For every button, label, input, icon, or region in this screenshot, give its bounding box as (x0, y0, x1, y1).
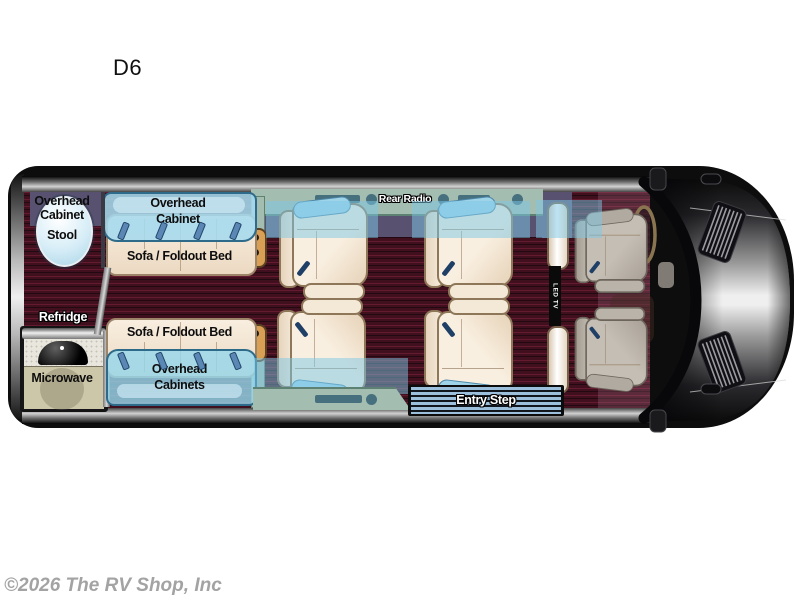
microwave-body (24, 366, 104, 409)
stool (36, 196, 93, 267)
speaker-bottom (315, 395, 362, 403)
window-glass-top-1 (266, 201, 378, 238)
door-wall-band (253, 387, 411, 410)
top-cabinet-label-1: Overhead (150, 196, 206, 210)
side-mirror-bottom (649, 409, 667, 433)
windshield-arc (638, 176, 702, 424)
galley-divider-upper (101, 192, 105, 268)
cowl-vent-top (700, 173, 722, 185)
chair-seam (461, 231, 462, 279)
side-mirror-top (649, 167, 667, 191)
rear-corner-labels: Overhead Cabinet Stool (12, 194, 112, 242)
rear-corner-label-1: Overhead (34, 194, 90, 208)
window-glass-top-3 (536, 200, 602, 238)
led-tv: LED TV (549, 266, 561, 326)
cabinet-highlight (113, 197, 245, 213)
bottom-cabinet-label-2: Cabinets (154, 378, 205, 392)
hood-vent-bottom (697, 331, 747, 393)
chair-seam (461, 319, 462, 367)
hood-vent-top (697, 201, 747, 263)
dash-console (658, 262, 674, 288)
microwave-label: Microwave (31, 371, 93, 385)
seat-seam (604, 236, 606, 276)
entry-step-label: Entry Step (456, 393, 516, 407)
galley-unit (20, 326, 108, 412)
chair-armrest (448, 298, 510, 315)
van-wall-top (22, 176, 654, 193)
speaker-dot-3 (512, 194, 523, 205)
top-cabinet-label-2: Cabinet (156, 212, 200, 226)
led-tv-label: LED TV (551, 282, 559, 310)
cabinet-highlight (117, 384, 242, 398)
watermark: ©2026 The RV Shop, Inc (4, 575, 222, 596)
seat-seam (604, 324, 606, 364)
seat-armrest (594, 279, 646, 293)
speaker-dot-2 (438, 194, 449, 205)
speaker-dot-4 (366, 394, 377, 405)
floorplan-model-title: D6 (113, 55, 143, 80)
microwave-turntable (40, 368, 84, 410)
sofa-cushion-line (180, 322, 181, 372)
tv-cabinet-bottom (547, 326, 569, 394)
rear-corner-label-3: Stool (47, 228, 77, 242)
top-overhead-cabinet (103, 192, 257, 242)
window-glass-top-2 (412, 201, 530, 238)
chair-armrest (301, 298, 363, 315)
rear-corner-label-2: Cabinet (40, 208, 84, 222)
passenger-seat (574, 307, 654, 393)
sink-dome-highlight (60, 346, 64, 350)
cowl-vent-bottom (700, 383, 722, 395)
bottom-sofa-label: Sofa / Foldout Bed (126, 325, 232, 339)
seat-seam (589, 364, 641, 366)
refrigerator-label: Refridge (38, 310, 88, 324)
speaker-dot-1 (366, 194, 377, 205)
chair-seam (442, 368, 504, 369)
sofa-cushion-line (180, 219, 181, 271)
top-sofa-label: Sofa / Foldout Bed (126, 249, 232, 263)
entry-step (408, 385, 564, 416)
captain-chair-front-right (424, 298, 520, 403)
seat-armrest (594, 307, 646, 321)
seat-seam (589, 234, 641, 236)
sink-dome (38, 341, 88, 365)
entry-step-treads (411, 387, 561, 414)
chair-seam (316, 231, 317, 279)
